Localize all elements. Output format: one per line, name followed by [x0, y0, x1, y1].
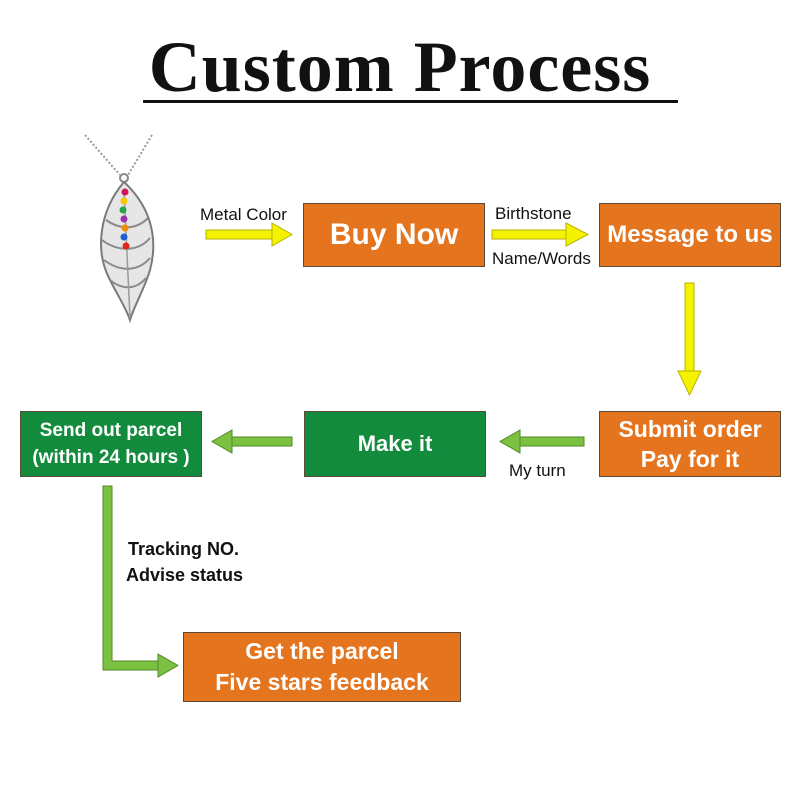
arrow-to-make-it [498, 429, 585, 454]
tracking-label: Tracking NO. [128, 539, 240, 559]
send-out-parcel-box: Send out parcel (within 24 hours ) [20, 411, 202, 477]
title-underline [143, 100, 678, 103]
arrow-to-buy-now [205, 222, 294, 247]
make-it-box: Make it [304, 411, 486, 477]
metal-color-label: Metal Color [200, 205, 287, 224]
message-to-us-box: Message to us [599, 203, 781, 267]
advise-status-label: Advise status [126, 565, 244, 585]
arrow-to-submit [677, 282, 702, 397]
arrow-to-message [491, 222, 590, 247]
buy-now-box: Buy Now [303, 203, 485, 267]
arrow-to-get-parcel [102, 485, 180, 678]
pendant-necklace-icon [84, 134, 155, 324]
name-words-label: Name/Words [492, 249, 591, 268]
arrow-to-send-out [210, 429, 293, 454]
birthstone-label: Birthstone [495, 204, 572, 223]
submit-order-box: Submit order Pay for it [599, 411, 781, 477]
get-parcel-box: Get the parcel Five stars feedback [183, 632, 461, 702]
page-title: Custom Process [148, 27, 652, 107]
my-turn-label: My turn [509, 461, 566, 480]
